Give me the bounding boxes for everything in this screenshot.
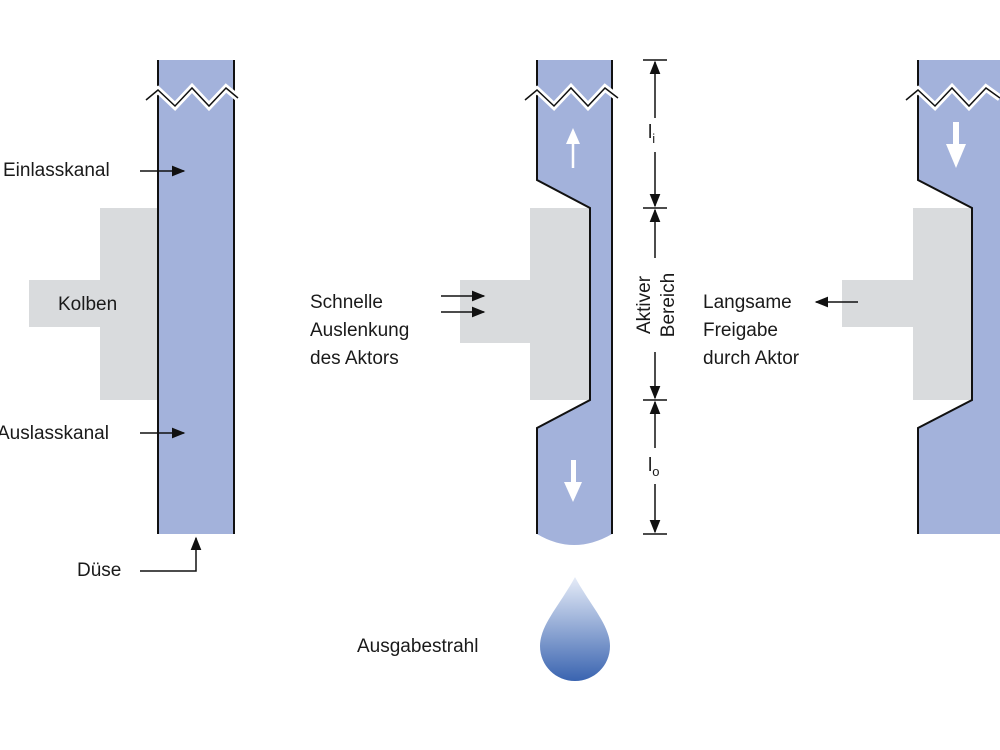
valve-rest-state: Einlasskanal Kolben Auslasskanal Düse xyxy=(0,60,241,581)
piston-shape-slow xyxy=(842,208,972,400)
label-piston: Kolben xyxy=(58,294,117,315)
break-symbol-line xyxy=(905,86,1000,108)
channel-wall-left xyxy=(917,60,973,534)
droplet-icon xyxy=(540,577,610,681)
label-fast-line2: Auslenkung xyxy=(310,320,409,341)
break-symbol-line xyxy=(145,86,239,108)
valve-slow-release-state: Langsame Freigabe durch Aktor xyxy=(703,60,1000,534)
label-fast-line1: Schnelle xyxy=(310,292,383,313)
flow-arrow-down-icon xyxy=(564,460,582,502)
dimension-markers xyxy=(643,59,667,535)
label-li: li xyxy=(648,122,655,146)
channel-wall-left xyxy=(536,60,591,534)
piston-shape-rest xyxy=(29,208,157,400)
break-symbol-line xyxy=(524,86,619,108)
label-outlet: Auslasskanal xyxy=(0,423,109,444)
flow-arrow-down-icon xyxy=(946,122,966,168)
flow-arrow-up-icon xyxy=(566,128,580,168)
label-inlet: Einlasskanal xyxy=(3,160,110,181)
fluid-channel-rest xyxy=(158,60,234,534)
label-active-line1: Aktiver xyxy=(634,275,655,334)
valve-fast-deflection-state: Schnelle Auslenkung des Aktors li lo Akt… xyxy=(310,59,679,681)
nozzle-pointer-arrow xyxy=(140,536,202,572)
fluid-channel-fast xyxy=(537,60,612,545)
label-slow-line1: Langsame xyxy=(703,292,792,313)
label-fast-line3: des Aktors xyxy=(310,348,399,369)
fluid-channel-slow xyxy=(918,60,1000,534)
label-slow-line3: durch Aktor xyxy=(703,348,800,369)
piston-shape-fast xyxy=(460,208,590,400)
label-nozzle: Düse xyxy=(77,560,121,581)
label-lo: lo xyxy=(648,455,659,479)
label-active-line2: Bereich xyxy=(658,273,679,337)
label-slow-line2: Freigabe xyxy=(703,320,778,341)
label-jet: Ausgabestrahl xyxy=(357,636,478,657)
